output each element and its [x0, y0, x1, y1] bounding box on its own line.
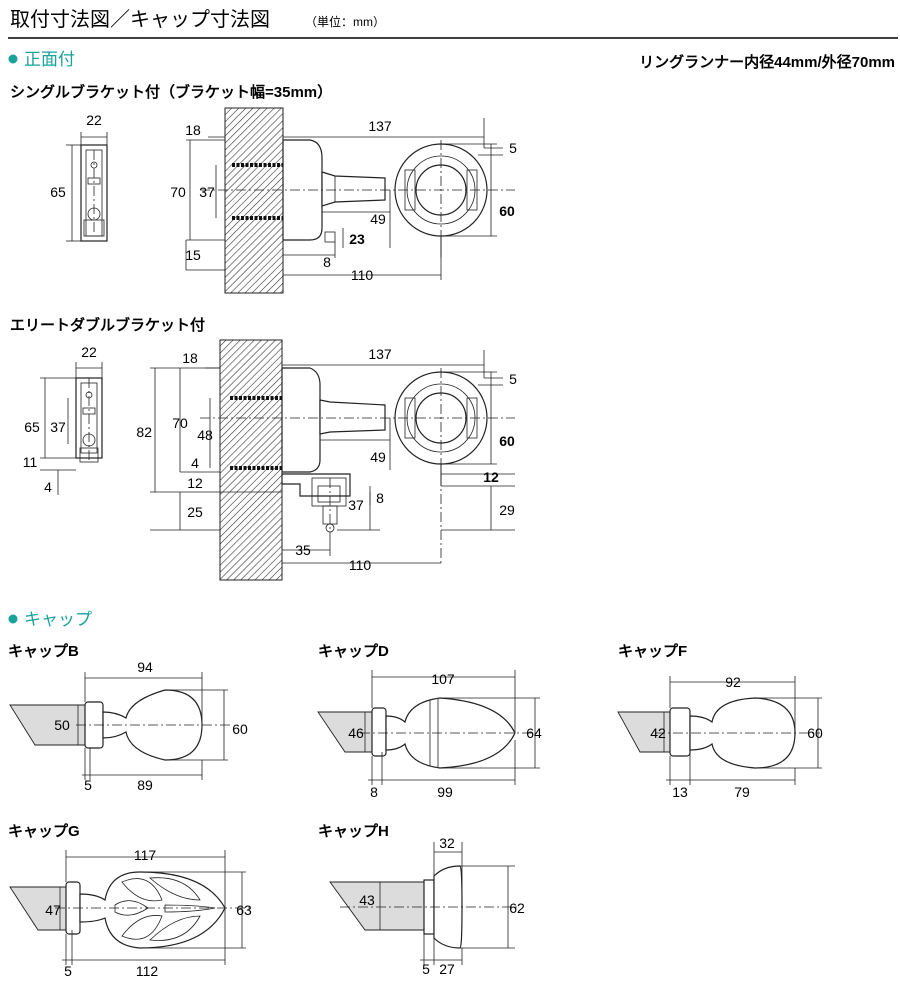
- cap-g-outer-dia: 63: [236, 902, 252, 918]
- front-section-header: 正面付 リングランナー内径44mm/外径70mm シングルブラケット付（ブラケッ…: [8, 50, 895, 101]
- page-title: 取付寸法図／キャップ寸法図: [10, 8, 270, 31]
- cap-f-title: キャップF: [618, 643, 687, 660]
- dim-single-49: 49: [370, 211, 386, 227]
- dim-double-37: 37: [50, 419, 66, 435]
- dim-single-8: 8: [323, 254, 331, 270]
- cap-d-insert: 8: [370, 784, 378, 800]
- wall-hatch: [224, 107, 284, 294]
- cap-b-title: キャップB: [8, 643, 79, 660]
- dim-double-8: 8: [376, 490, 384, 506]
- dim-double-48: 48: [197, 427, 213, 443]
- page-header: 取付寸法図／キャップ寸法図 （単位：mm）: [8, 8, 898, 39]
- dim-double-60: 60: [499, 433, 515, 449]
- cap-f-outer-dia: 60: [807, 725, 823, 741]
- dim-single-18: 18: [185, 122, 201, 138]
- cap-g-drawing: キャップG 117 47 63 5 112: [8, 823, 252, 979]
- dim-double-12b: 12: [483, 469, 499, 485]
- dim-double-25: 25: [187, 504, 203, 520]
- wall-hatch: [219, 339, 283, 581]
- double-bracket-title: エリートダブルブラケット付: [10, 316, 205, 334]
- cap-h-title: キャップH: [318, 823, 389, 840]
- cap-h-insert: 5: [422, 961, 430, 977]
- cap-d-rod-dia: 46: [348, 725, 364, 741]
- dim-double-12: 12: [187, 475, 203, 491]
- cap-d-length: 107: [431, 671, 455, 687]
- dim-single-37: 37: [199, 184, 215, 200]
- dim-double-5: 5: [509, 371, 517, 387]
- bullet-icon: [8, 54, 18, 64]
- cap-h-length: 32: [439, 835, 455, 851]
- cap-f-rod-dia: 42: [650, 725, 666, 741]
- cap-f-insert: 13: [672, 784, 688, 800]
- cap-h-rod-dia: 43: [359, 892, 375, 908]
- cap-g-visible: 112: [136, 963, 159, 979]
- cap-g-insert: 5: [64, 963, 72, 979]
- single-bracket-side-view: 18 137 5 70 37 60 49 23 15 8 110: [170, 107, 517, 294]
- dim-double-11: 11: [23, 454, 38, 470]
- cap-h-drawing: キャップH 32 43 62 5 27: [318, 823, 525, 977]
- dim-double-4: 4: [44, 479, 52, 495]
- dim-double-70: 70: [172, 415, 188, 431]
- dim-single-70: 70: [170, 184, 186, 200]
- bullet-icon: [8, 614, 18, 624]
- unit-label: （単位：mm）: [305, 14, 385, 29]
- dim-single-5: 5: [509, 140, 517, 156]
- dim-double-18: 18: [182, 350, 198, 366]
- dim-double-4: 4: [191, 455, 199, 471]
- cap-b-length: 94: [137, 659, 153, 675]
- cap-h-visible: 27: [439, 961, 455, 977]
- cap-h-outer-dia: 62: [509, 900, 525, 916]
- cap-b-rod-dia: 50: [54, 717, 70, 733]
- dim-single-width: 22: [86, 112, 102, 128]
- cap-f-length: 92: [725, 674, 741, 690]
- dim-single-height: 65: [50, 184, 66, 200]
- caps-section-header: キャップ: [8, 610, 92, 629]
- dim-double-37: 37: [348, 497, 364, 513]
- cap-g-length: 117: [134, 847, 157, 863]
- dim-single-15: 15: [185, 247, 201, 263]
- cap-f-visible: 79: [734, 784, 750, 800]
- double-bracket-front-view: 22 65 37 11 4: [23, 344, 103, 495]
- dim-double-35: 35: [295, 542, 311, 558]
- single-bracket-title: シングルブラケット付（ブラケット幅=35mm）: [10, 83, 332, 101]
- dim-single-23: 23: [349, 231, 365, 247]
- cap-g-rod-dia: 47: [45, 902, 61, 918]
- single-bracket-front-view: 22 65: [50, 112, 108, 242]
- cap-b-drawing: キャップB 94 50 60 5 89: [8, 643, 248, 793]
- ring-runner-note: リングランナー内径44mm/外径70mm: [639, 53, 895, 71]
- dim-double-110: 110: [349, 557, 372, 573]
- caps-section-label: キャップ: [24, 610, 92, 629]
- cap-d-drawing: キャップD 107 46 64 8 99: [317, 643, 542, 800]
- cap-b-insert: 5: [84, 777, 92, 793]
- dim-double-49: 49: [370, 449, 386, 465]
- dim-double-65: 65: [24, 419, 40, 435]
- cap-d-visible: 99: [437, 784, 453, 800]
- cap-d-outer-dia: 64: [526, 725, 542, 741]
- cap-f-drawing: キャップF 92 42 60 13 79: [617, 643, 823, 800]
- front-section-label: 正面付: [24, 50, 75, 69]
- dim-single-137: 137: [368, 118, 392, 134]
- cap-b-visible: 89: [137, 777, 153, 793]
- cap-b-outer-dia: 60: [232, 721, 248, 737]
- dim-double-width: 22: [81, 344, 97, 360]
- dim-double-82: 82: [136, 424, 152, 440]
- cap-d-title: キャップD: [318, 643, 389, 660]
- dim-double-137: 137: [368, 346, 392, 362]
- dim-single-60: 60: [499, 203, 515, 219]
- double-bracket-side-view: 18 137 5 82 70 48 4 12 25 60 49 12 8 37: [136, 339, 517, 581]
- cap-g-title: キャップG: [8, 823, 80, 840]
- dim-double-29: 29: [499, 502, 515, 518]
- dim-single-110: 110: [351, 267, 374, 283]
